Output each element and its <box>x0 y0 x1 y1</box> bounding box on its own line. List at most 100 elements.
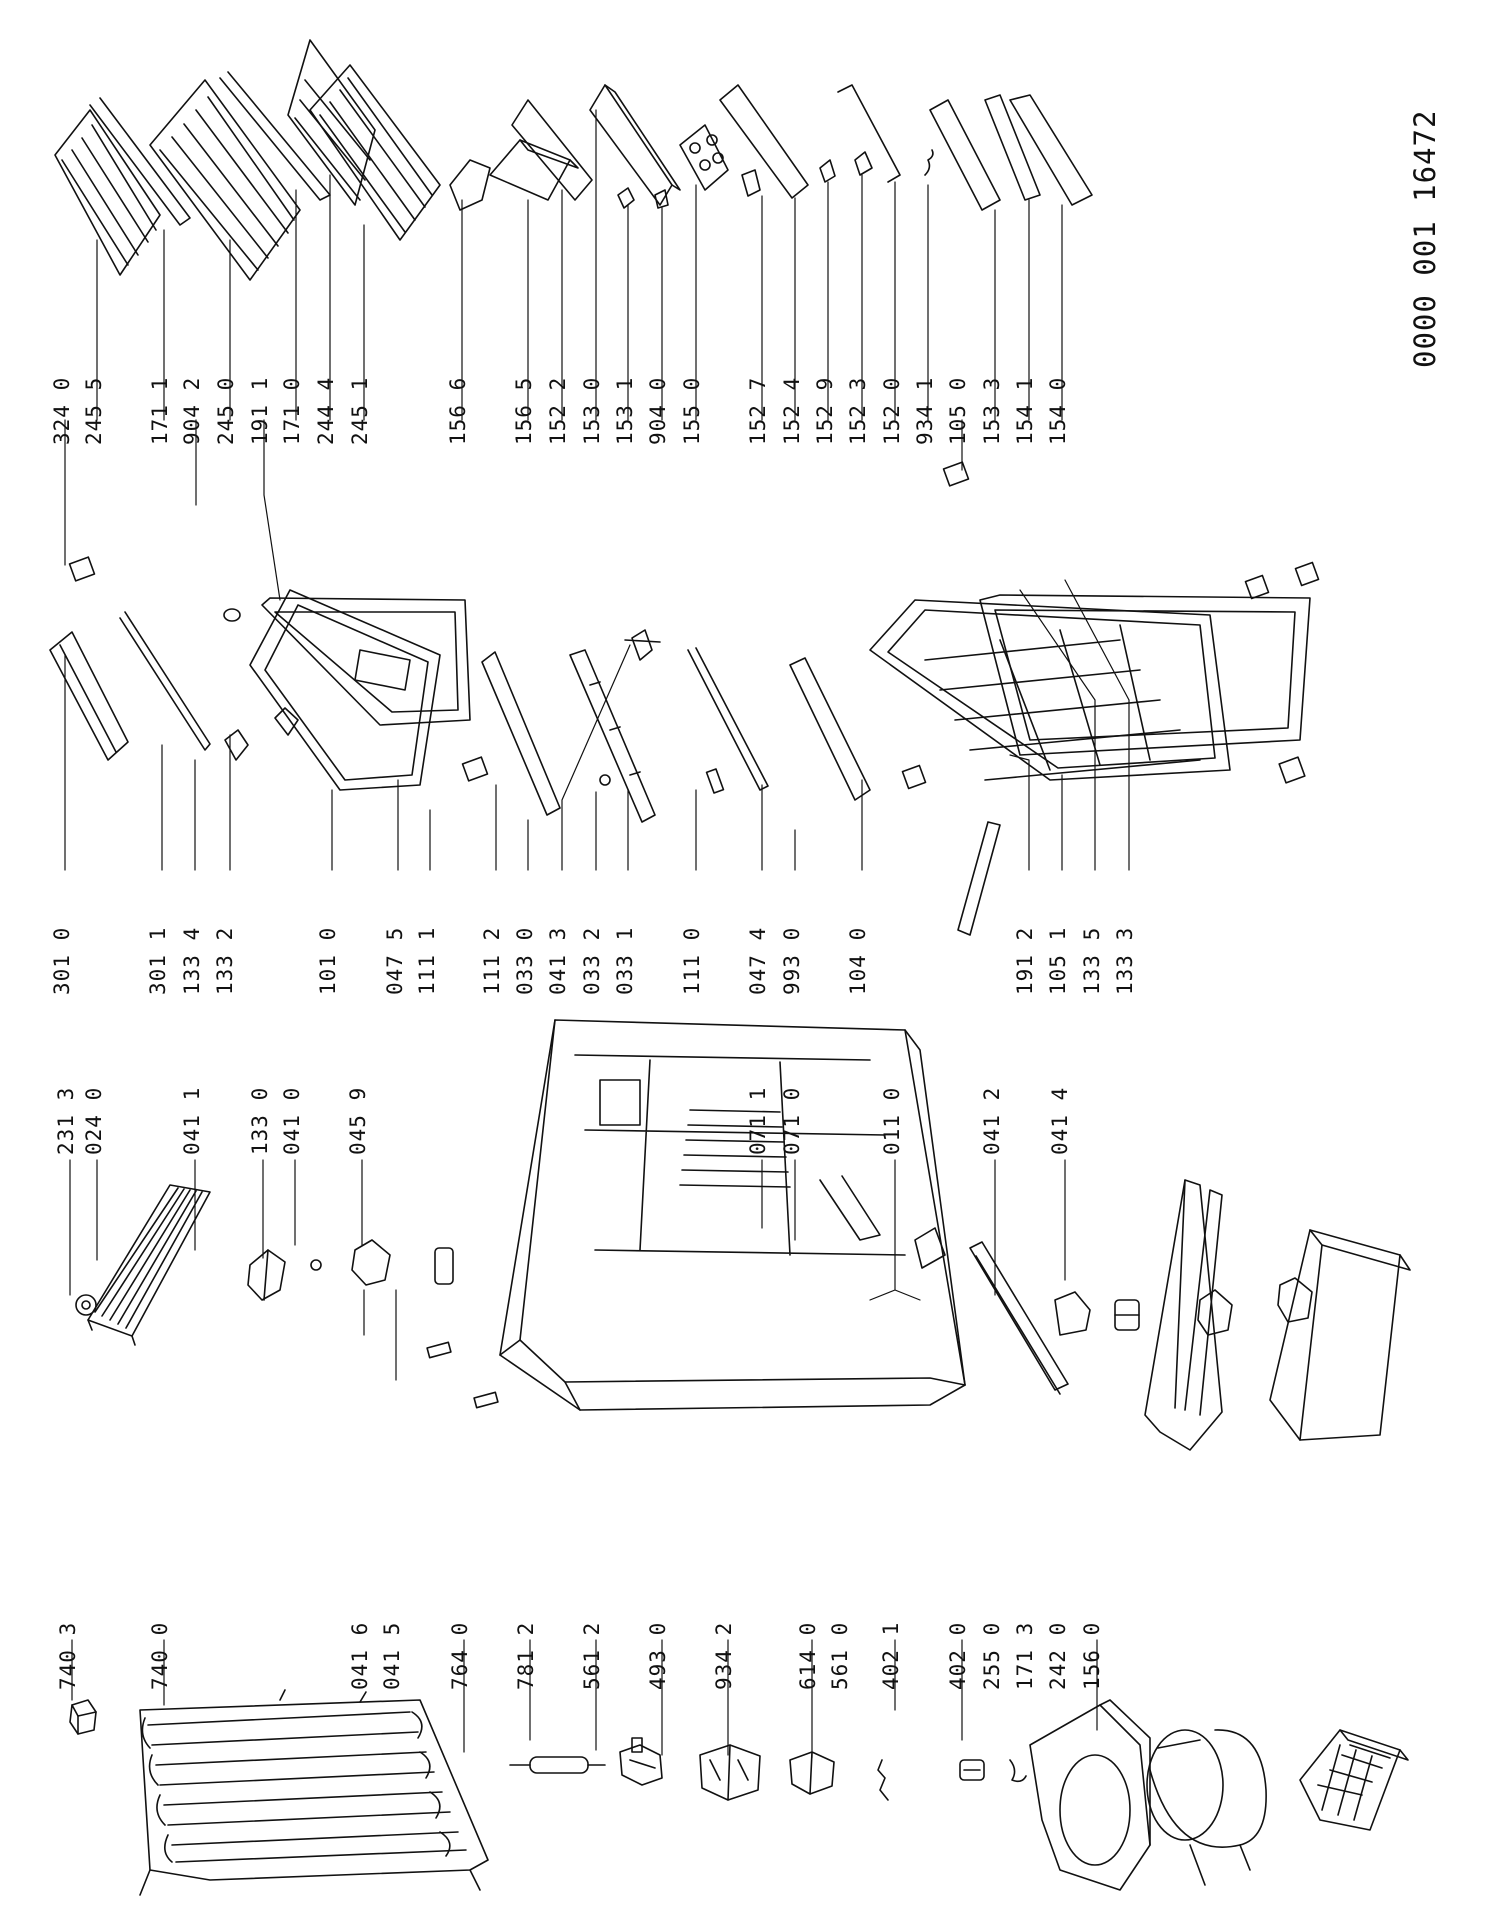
callout-781-2: 781 2 <box>514 1621 538 1690</box>
callout-402-1: 402 1 <box>879 1621 903 1690</box>
part-105-0-clip <box>944 462 969 486</box>
callout-047-4: 047 4 <box>746 926 770 995</box>
part-cabinet-body <box>500 1020 965 1410</box>
callout-104-0: 104 0 <box>846 926 870 995</box>
part-133-5-clip <box>1245 575 1268 598</box>
part-041-2-hinge <box>1198 1290 1232 1335</box>
part-245-5-shelf <box>55 110 160 275</box>
callout-171-1: 171 1 <box>148 376 172 445</box>
callout-171-0: 171 0 <box>280 376 304 445</box>
part-904-2-knob <box>224 609 240 621</box>
part-152-4-balcony <box>720 85 808 198</box>
callout-153-3: 153 3 <box>980 376 1004 445</box>
part-033-2-pin <box>707 769 724 793</box>
callout-041-6: 041 6 <box>348 1621 372 1690</box>
callout-245-5: 245 5 <box>82 376 106 445</box>
callout-934-2: 934 2 <box>712 1621 736 1690</box>
callout-041-4: 041 4 <box>1048 1086 1072 1155</box>
callout-105-0: 105 0 <box>946 376 970 445</box>
part-171-1-trim <box>90 98 190 225</box>
part-614-0-cap <box>960 1760 984 1780</box>
part-934-1-spring <box>925 150 933 175</box>
part-111-1-strip <box>482 652 560 815</box>
callout-133-3: 133 3 <box>1113 926 1137 995</box>
part-011-0-feet <box>1055 1292 1139 1335</box>
part-171-0-trim <box>220 72 330 200</box>
part-133-3-clip <box>1295 562 1318 585</box>
callout-033-0: 033 0 <box>513 926 537 995</box>
callout-245-0: 245 0 <box>214 376 238 445</box>
part-561-2-relay <box>700 1745 760 1800</box>
callout-133-0: 133 0 <box>248 1086 272 1155</box>
part-993-0-handle <box>958 822 1000 935</box>
part-740-0-condenser <box>140 1690 488 1895</box>
part-024-0-cover <box>88 1185 210 1345</box>
callout-153-0: 153 0 <box>580 376 604 445</box>
part-045-9-pin <box>435 1248 453 1284</box>
part-152-2-balcony <box>512 100 592 200</box>
callout-105-1: 105 1 <box>1046 926 1070 995</box>
part-561-0-clip <box>1010 1760 1026 1781</box>
part-904-0-knob <box>655 190 668 208</box>
part-152-0-rail <box>838 85 900 182</box>
callout-402-0: 402 0 <box>946 1621 970 1690</box>
callout-934-1: 934 1 <box>913 376 937 445</box>
callout-191-1: 191 1 <box>248 376 272 445</box>
part-155-0-egg-tray <box>680 125 728 190</box>
part-781-2-valve <box>620 1738 662 1785</box>
callout-111-2: 111 2 <box>480 926 504 995</box>
part-245-0-shelf <box>150 80 300 280</box>
callout-191-2: 191 2 <box>1013 926 1037 995</box>
callout-071-0: 071 0 <box>780 1086 804 1155</box>
callout-764-0: 764 0 <box>448 1621 472 1690</box>
part-152-9-clip <box>820 160 835 182</box>
callout-071-1: 071 1 <box>746 1086 770 1155</box>
part-071-1-block <box>915 1228 945 1268</box>
part-934-2-spring <box>878 1760 888 1800</box>
part-033-1-strip <box>688 648 768 790</box>
callout-301-0: 301 0 <box>50 926 74 995</box>
part-156-0-ice-tray <box>1300 1730 1408 1830</box>
part-156-6-block <box>450 160 490 210</box>
part-764-0-drier <box>510 1757 605 1773</box>
part-111-0-strip <box>790 658 870 800</box>
part-324-0-clip <box>70 557 95 581</box>
callout-242-0: 242 0 <box>1046 1621 1070 1690</box>
part-047-5-block <box>463 757 488 781</box>
callout-301-1: 301 1 <box>146 926 170 995</box>
callout-156-0: 156 0 <box>1080 1621 1104 1690</box>
callout-153-1: 153 1 <box>613 376 637 445</box>
callout-045-9: 045 9 <box>346 1086 370 1155</box>
callout-740-0: 740 0 <box>148 1621 172 1690</box>
callout-152-2: 152 2 <box>546 376 570 445</box>
callout-561-2: 561 2 <box>580 1621 604 1690</box>
part-191-2-gasket <box>980 595 1310 755</box>
part-152-7-clip <box>742 170 760 196</box>
part-133-0-screw <box>311 1260 321 1270</box>
part-033-0-handle <box>570 650 655 822</box>
part-255-0-glass-shelf <box>1145 1180 1222 1450</box>
part-041-1-hinge <box>248 1250 285 1300</box>
callout-171-3: 171 3 <box>1013 1621 1037 1690</box>
callout-152-0: 152 0 <box>880 376 904 445</box>
callout-231-3: 231 3 <box>54 1086 78 1155</box>
callout-152-3: 152 3 <box>846 376 870 445</box>
callout-133-4: 133 4 <box>180 926 204 995</box>
callout-011-0: 011 0 <box>880 1086 904 1155</box>
document-number: 0000 001 16472 <box>1408 109 1442 368</box>
part-301-1-rail <box>120 612 210 750</box>
part-231-3-knob <box>76 1295 96 1315</box>
part-154-0-balcony <box>1010 95 1092 205</box>
part-105-1-clip <box>1279 757 1305 783</box>
callout-152-7: 152 7 <box>746 376 770 445</box>
part-101-0-freezer-door <box>250 590 470 790</box>
callout-041-0: 041 0 <box>280 1086 304 1155</box>
callout-047-5: 047 5 <box>383 926 407 995</box>
part-153-1-clip <box>618 188 634 208</box>
part-133-2-bracket <box>275 708 298 735</box>
part-171-3-trim <box>1185 1190 1222 1415</box>
part-156-5-bin <box>490 140 578 200</box>
callout-154-1: 154 1 <box>1013 376 1037 445</box>
part-244-4-shelf <box>288 40 375 205</box>
